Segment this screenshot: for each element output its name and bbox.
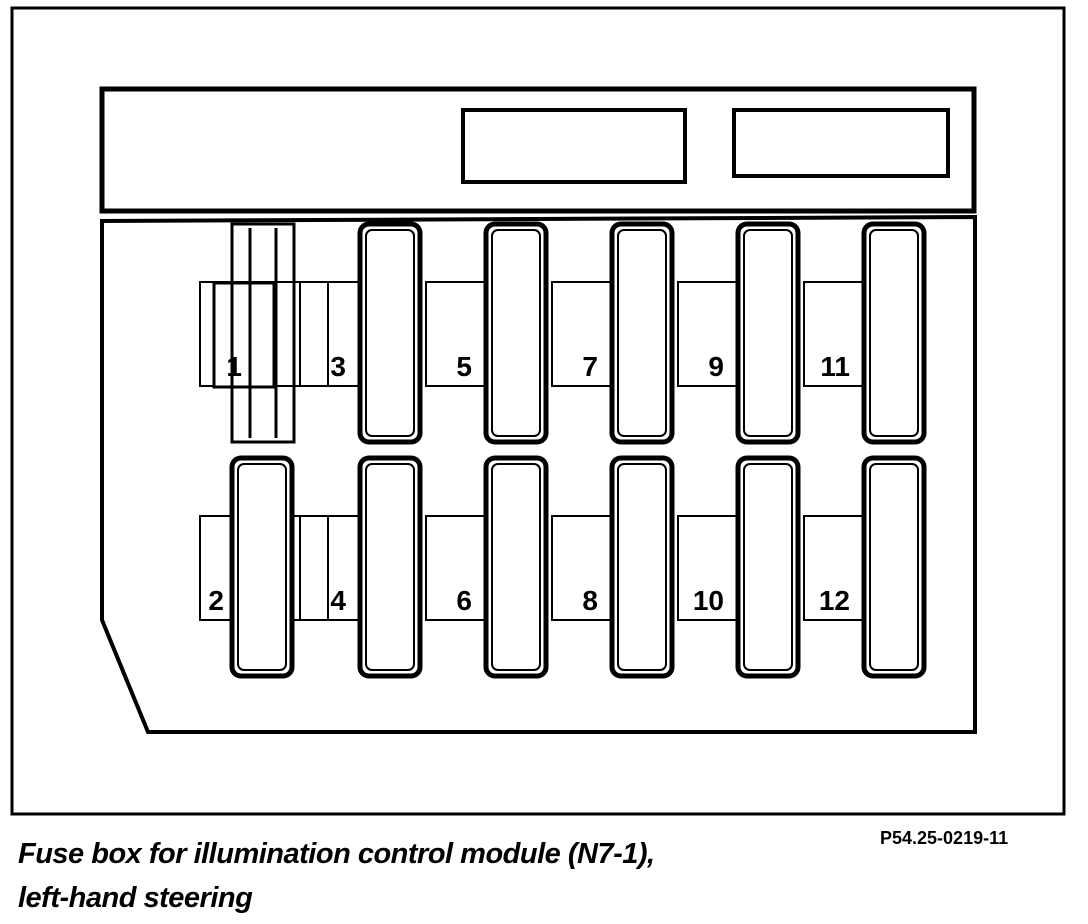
fuse-label-4: 4 <box>330 585 346 616</box>
reference-code: P54.25-0219-11 <box>880 828 1009 848</box>
fuse-label-2: 2 <box>208 585 224 616</box>
fuse-label-8: 8 <box>582 585 598 616</box>
fuse-inner-3 <box>365 229 415 437</box>
fuse-2 <box>229 455 295 679</box>
figure-caption: Fuse box for illumination control module… <box>18 832 818 920</box>
fuse-inner-9 <box>743 229 793 437</box>
fuse-label-10: 10 <box>693 585 724 616</box>
caption-line-1: Fuse box for illumination control module… <box>18 838 655 870</box>
fuse-label-1: 1 <box>226 351 242 382</box>
fuse-8 <box>609 455 675 679</box>
fuse-inner-4 <box>365 463 415 671</box>
fuse-6 <box>483 455 549 679</box>
fuse-inner-8 <box>617 463 667 671</box>
cover-window-left <box>461 108 687 184</box>
fuse-5 <box>483 221 549 445</box>
fuse-label-12: 12 <box>819 585 850 616</box>
fuse-inner-12 <box>869 463 919 671</box>
fuse-label-9: 9 <box>708 351 724 382</box>
fuse-inner-11 <box>869 229 919 437</box>
fuse-holders <box>199 281 925 621</box>
fuse-11 <box>861 221 927 445</box>
fuse-9 <box>735 221 801 445</box>
fuse-3 <box>357 221 423 445</box>
fuses <box>212 221 927 679</box>
fuse-label-7: 7 <box>582 351 598 382</box>
fuse-10 <box>735 455 801 679</box>
fuse-label-5: 5 <box>456 351 472 382</box>
fuse-label-6: 6 <box>456 585 472 616</box>
fuse-bridge-frame-1 <box>230 222 296 444</box>
outer-frame <box>10 6 1066 816</box>
caption-line-2: left-hand steering <box>18 882 253 914</box>
fuse-4 <box>357 455 423 679</box>
fuse-bridge-1 <box>212 281 276 389</box>
fuse-label-3: 3 <box>330 351 346 382</box>
cover-panel <box>99 86 977 214</box>
fuse-inner-2 <box>237 463 287 671</box>
fuse-12 <box>861 455 927 679</box>
fuse-7 <box>609 221 675 445</box>
fuse-inner-10 <box>743 463 793 671</box>
fuse-box-body <box>100 214 977 734</box>
cover-window-right <box>732 108 950 178</box>
fuse-inner-5 <box>491 229 541 437</box>
fuse-label-11: 11 <box>820 351 850 382</box>
fuse-inner-6 <box>491 463 541 671</box>
fuse-inner-7 <box>617 229 667 437</box>
